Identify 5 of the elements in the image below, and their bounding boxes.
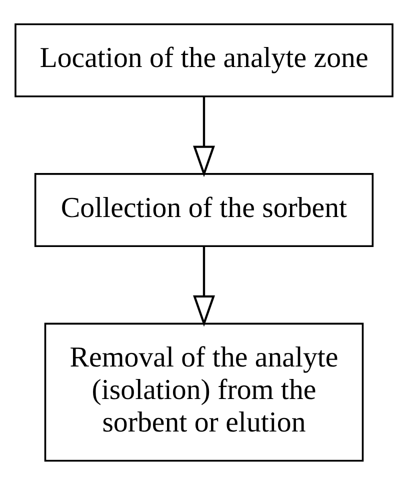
node-box: Location of the analyte zone [14,23,394,98]
arrow [193,96,215,178]
arrow [193,246,215,327]
node-box: Removal of the analyte (isolation) from the sorbent or elution [44,322,364,462]
node-box: Collection of the sorbent [34,173,374,248]
